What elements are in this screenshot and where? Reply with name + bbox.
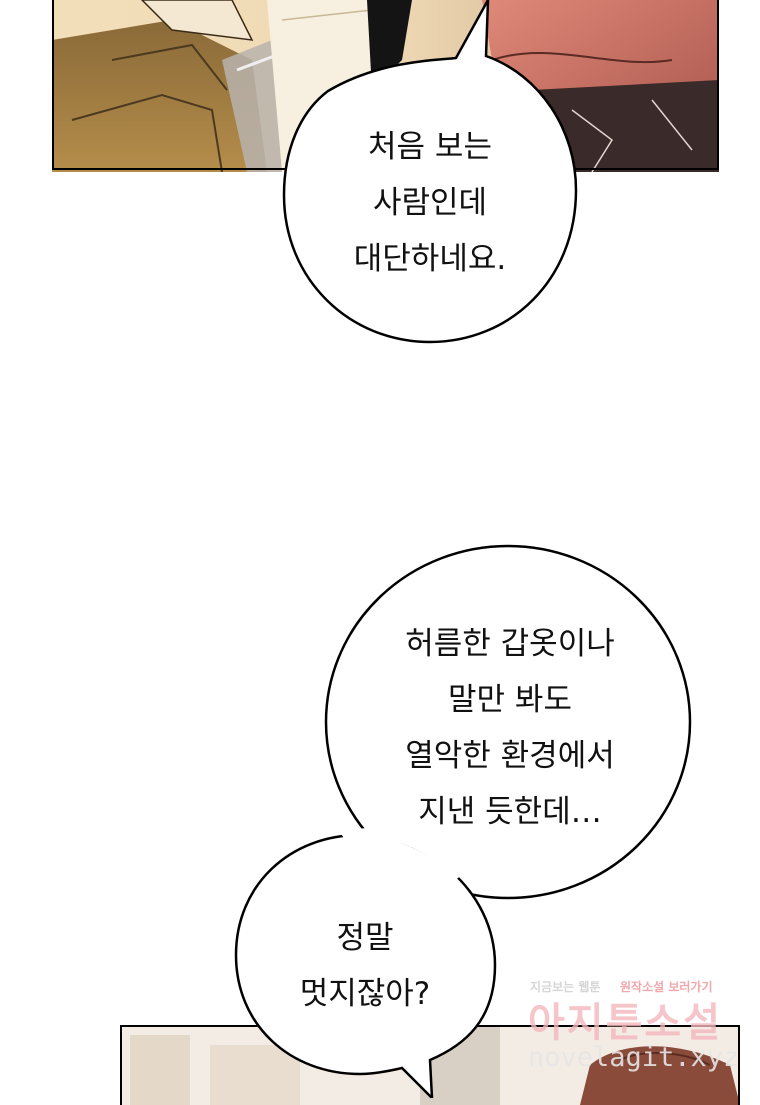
bubble-3-line-2: 멋지잖아?: [299, 976, 431, 1012]
speech-bubble-1: [282, 0, 578, 344]
speech-bubble-2-text: 허름한 갑옷이나 말만 봐도 열악한 환경에서 지낸 듯한데…: [360, 616, 660, 840]
bubble-1-line-3: 대단하네요.: [353, 241, 507, 277]
bubble-1-line-1: 처음 보는: [368, 129, 492, 165]
bubble-2-line-4: 지낸 듯한데…: [418, 794, 602, 830]
bubble-2-line-2: 말만 봐도: [448, 682, 572, 718]
watermark-tagline-b: 원작소설 보러가기: [620, 980, 713, 994]
bubble-1-line-2: 사람인데: [372, 185, 488, 221]
bubble-2-line-3: 열악한 환경에서: [405, 738, 615, 774]
speech-bubble-2: [324, 544, 692, 900]
speech-bubble-3: [234, 833, 497, 1098]
watermark-brand: 아지툰소설: [528, 1000, 722, 1046]
bubble-3-line-1: 정말: [336, 920, 394, 956]
watermark-tagline-a: 지금보는 웹툰: [530, 980, 601, 994]
watermark-url: novelagit.xyz: [528, 1042, 740, 1073]
speech-bubble-1-text: 처음 보는 사람인데 대단하네요.: [300, 119, 560, 287]
bubble-2-line-1: 허름한 갑옷이나: [405, 626, 615, 662]
speech-bubble-3-text: 정말 멋지잖아?: [250, 910, 480, 1022]
